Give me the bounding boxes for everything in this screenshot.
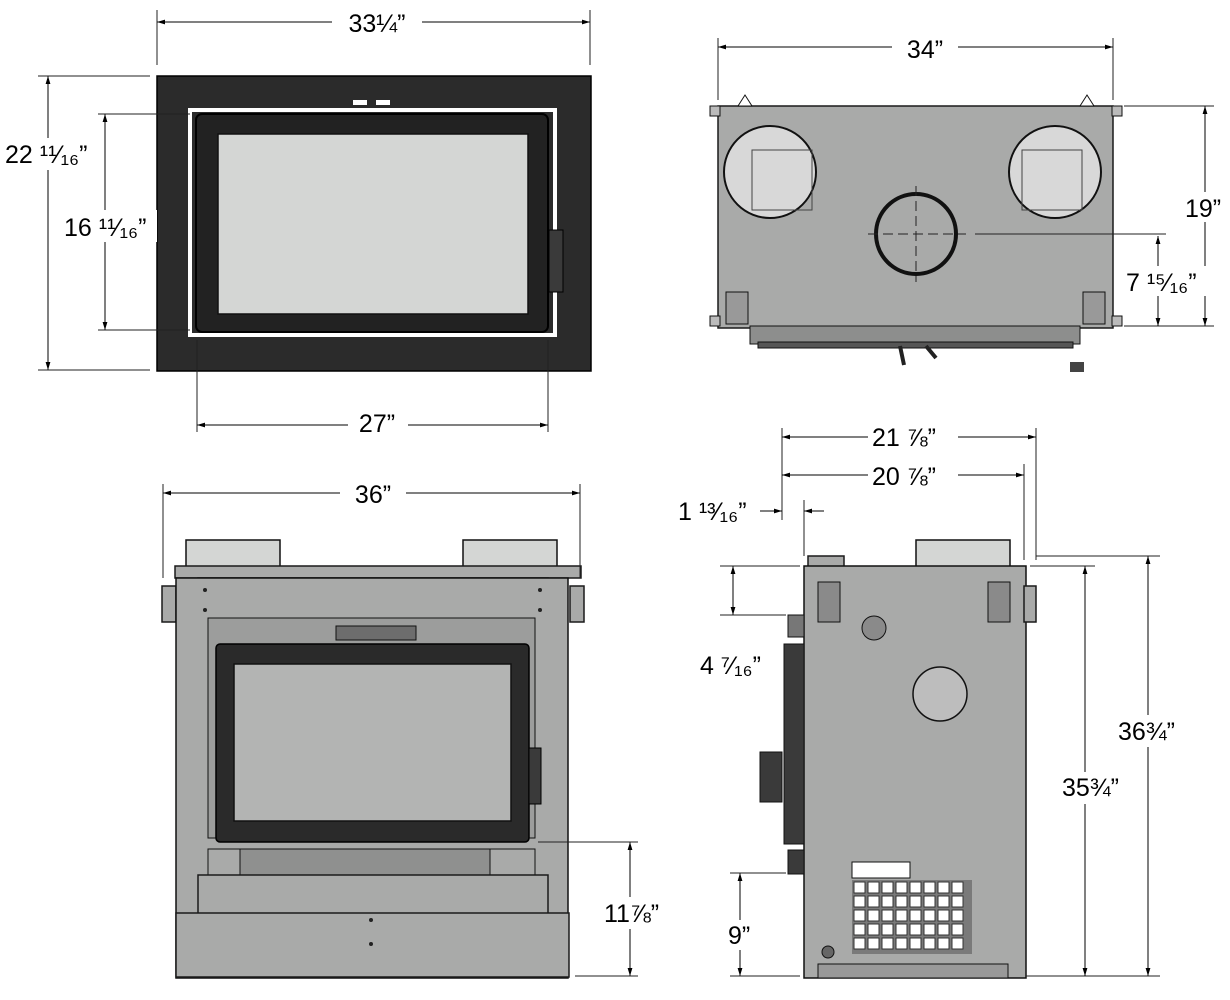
glass-panel: [217, 133, 529, 315]
front-height-label: 22 ¹¹⁄₁₆”: [5, 141, 87, 169]
front-elevation-view: 36” 11⅞”: [161, 478, 672, 979]
side-depth2-label: 20 ⅞”: [872, 463, 936, 491]
side-door: [783, 643, 805, 845]
elevation-width-label: 36”: [355, 481, 391, 509]
front-collar-left: [185, 539, 281, 569]
side-total-height-label: 36¾”: [1118, 718, 1175, 746]
side-offset-label: 1 ¹³⁄₁₆”: [678, 498, 747, 526]
top-width-label: 34”: [907, 36, 943, 64]
latch-right: [376, 100, 390, 105]
side-depth-label: 21 ⅞”: [872, 424, 936, 452]
top-view: 34” 19” 7 ¹⁵⁄₁₆”: [709, 34, 1228, 372]
front-inner-width-label: 27”: [359, 410, 395, 438]
side-view: 21 ⅞” 20 ⅞” 1 ¹³⁄₁₆” 4 ⁷⁄₁₆” 36¾” 35¾” 9…: [678, 422, 1196, 979]
front-width-label: 33¼”: [349, 10, 406, 38]
side-base-label: 9”: [728, 922, 750, 950]
door-handle: [548, 229, 564, 293]
elevation-height-label: 11⅞”: [604, 900, 659, 928]
side-door-label: 4 ⁷⁄₁₆”: [700, 652, 761, 680]
front-inner-height-label: 16 ¹¹⁄₁₆”: [64, 214, 146, 242]
front-collar-right: [462, 539, 558, 569]
front-glass: [233, 663, 512, 822]
top-offset-label: 7 ¹⁵⁄₁₆”: [1126, 269, 1197, 297]
flue-collar-left: [723, 125, 817, 219]
side-body-height-label: 35¾”: [1062, 774, 1119, 802]
air-vent-grid: [852, 880, 972, 954]
door-outline: [188, 108, 557, 337]
flue-collar-right: [1008, 125, 1102, 219]
front-face-view: 33¼” 22 ¹¹⁄₁₆” 16 ¹¹⁄₁₆” 27”: [5, 8, 592, 440]
side-collar: [915, 539, 1011, 569]
latch-left: [353, 100, 367, 105]
top-depth-label: 19”: [1185, 195, 1221, 223]
